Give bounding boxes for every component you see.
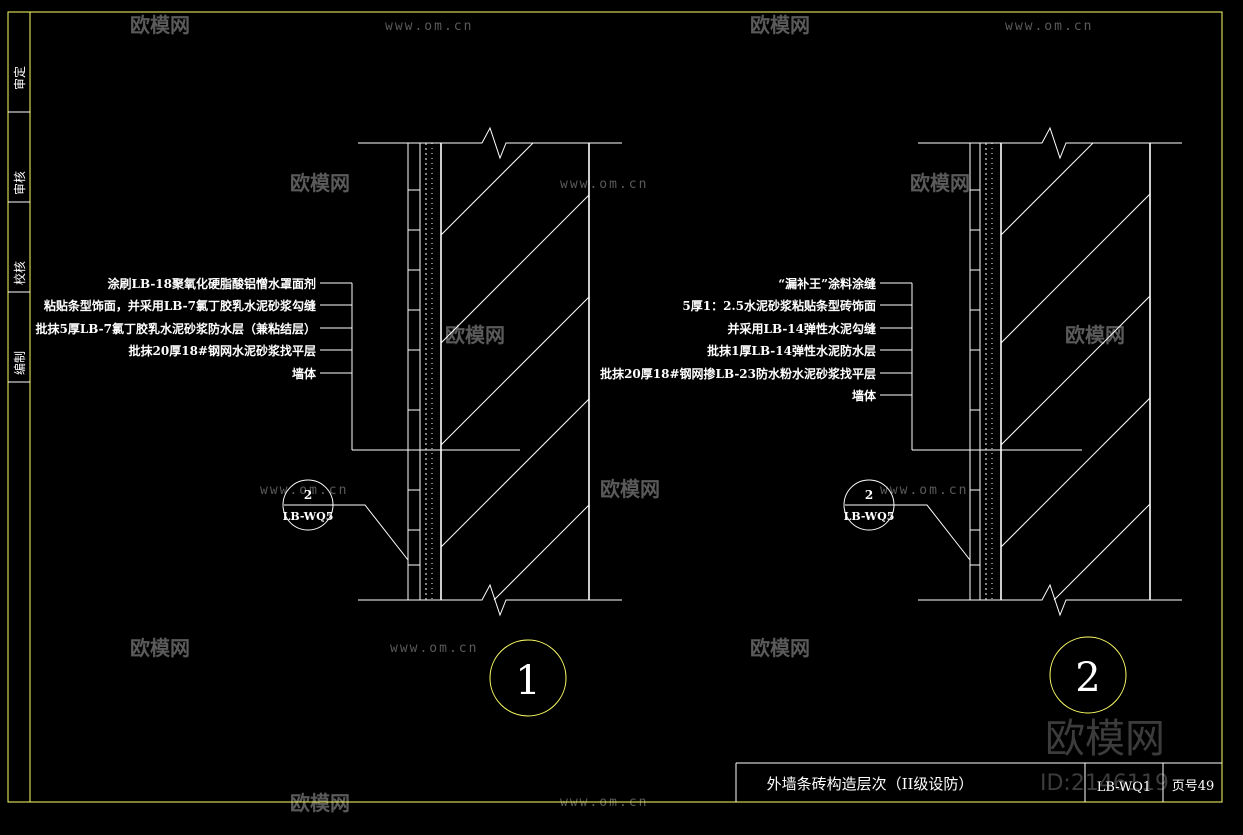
- tile-joints: [970, 189, 980, 566]
- watermark-brand: 欧模网: [290, 171, 350, 195]
- watermark-brand: 欧模网: [750, 13, 810, 37]
- callout-number: 2: [865, 488, 873, 502]
- tile-joints: [408, 189, 420, 566]
- detail-2-section: [843, 126, 1182, 714]
- detail-1-label: 批抹20厚18#钢网水泥砂浆找平层: [129, 343, 316, 358]
- watermark-brand: 欧模网: [130, 13, 190, 37]
- detail-2-label: 墙体: [852, 388, 877, 403]
- detail-2-label: 5厚1：2.5水泥砂浆粘贴条型砖饰面: [682, 298, 876, 313]
- detail-number-circle: [489, 639, 567, 717]
- leader-lines: [880, 282, 1082, 561]
- drawing-title: 外墙条砖构造层次（II级设防）: [767, 775, 974, 793]
- detail-2-label: 批抹1厚LB-14弹性水泥防水层: [707, 343, 876, 358]
- wall-hatch: [1000, 142, 1151, 601]
- detail-1-label: 粘贴条型饰面，并采用LB-7氯丁胶乳水泥砂浆勾缝: [44, 298, 316, 313]
- detail-1-label: 墙体: [292, 366, 317, 381]
- watermark-url: www.om.cn: [560, 177, 648, 192]
- approval-sidebar: 审定 审核 校核 编制: [8, 66, 30, 383]
- sidebar-label-draft: 编制: [12, 351, 27, 375]
- watermark-url: www.om.cn: [390, 641, 478, 656]
- page-number: 页号49: [1172, 779, 1215, 794]
- detail-number-circle: [1049, 636, 1127, 714]
- detail-1-label: 涂刷LB-18聚氧化硬脂酸铝憎水罩面剂: [108, 276, 316, 291]
- break-line-bottom: [358, 583, 622, 617]
- detail-2-label: 批抹20厚18#钢网掺LB-23防水粉水泥砂浆找平层: [600, 366, 876, 381]
- detail-number: 2: [1075, 655, 1100, 701]
- sidebar-label-check: 校核: [12, 261, 27, 285]
- callout-sheet-ref: LB-WQ5: [844, 510, 895, 523]
- leader-lines: [320, 282, 520, 561]
- callout-number: 2: [304, 488, 312, 502]
- outer-frame: [7, 11, 1223, 803]
- detail-1-text: 涂刷LB-18聚氧化硬脂酸铝憎水罩面剂 粘贴条型饰面，并采用LB-7氯丁胶乳水泥…: [36, 276, 541, 704]
- watermark-brand: 欧模网: [600, 477, 660, 501]
- detail-2-text: “漏补王”涂料涂缝 5厚1：2.5水泥砂浆粘贴条型砖饰面 并采用LB-14弹性水…: [600, 276, 1101, 701]
- sidebar-label-approve: 审定: [12, 66, 27, 90]
- watermark-layer: 欧模网 www.om.cn 欧模网 www.om.cn 欧模网 www.om.c…: [130, 13, 1169, 815]
- detail-number: 1: [515, 658, 540, 704]
- watermark-brand-large: 欧模网: [1045, 716, 1165, 762]
- wall-hatch: [440, 142, 590, 601]
- callout-sheet-ref: LB-WQ5: [283, 510, 334, 523]
- sidebar-label-review: 审核: [12, 171, 27, 195]
- detail-1-label: 批抹5厚LB-7氯丁胶乳水泥砂浆防水层（兼粘结层）: [36, 321, 316, 336]
- watermark-url: www.om.cn: [1005, 19, 1093, 34]
- detail-callout-bubble: [282, 479, 334, 531]
- watermark-url: www.om.cn: [385, 19, 473, 34]
- watermark-brand: 欧模网: [750, 636, 810, 660]
- break-line-top: [918, 126, 1182, 160]
- title-block-text: 外墙条砖构造层次（II级设防） LB-WQ1 页号49: [767, 775, 1215, 795]
- drawing-code: LB-WQ1: [1097, 780, 1151, 795]
- detail-2-label: 并采用LB-14弹性水泥勾缝: [728, 321, 876, 336]
- watermark-brand: 欧模网: [910, 171, 970, 195]
- detail-2-label: “漏补王”涂料涂缝: [778, 276, 876, 291]
- watermark-url: www.om.cn: [880, 483, 968, 498]
- detail-callout-bubble: [843, 479, 895, 531]
- drawing-frame: [7, 11, 1223, 803]
- watermark-brand: 欧模网: [445, 323, 505, 347]
- watermark-brand: 欧模网: [290, 791, 350, 815]
- detail-1-section: [282, 126, 622, 717]
- watermark-brand: 欧模网: [1065, 323, 1125, 347]
- break-line-bottom: [918, 583, 1182, 617]
- break-line-top: [358, 126, 622, 160]
- title-block: [735, 762, 1222, 802]
- watermark-brand: 欧模网: [130, 636, 190, 660]
- watermark-id: ID:2146119: [1040, 771, 1169, 796]
